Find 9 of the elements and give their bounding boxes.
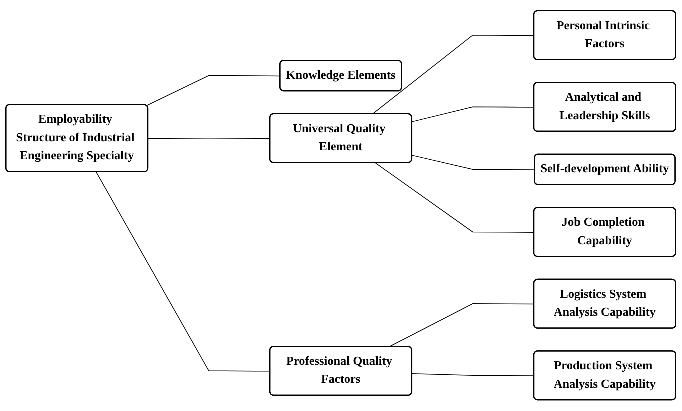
connector bbox=[412, 374, 535, 376]
connector bbox=[148, 138, 271, 140]
connector bbox=[96, 172, 271, 372]
connector bbox=[375, 162, 535, 233]
connector bbox=[372, 35, 535, 115]
connector bbox=[146, 75, 281, 106]
connector bbox=[388, 304, 535, 348]
connector bbox=[412, 155, 536, 170]
connector bbox=[412, 106, 535, 122]
